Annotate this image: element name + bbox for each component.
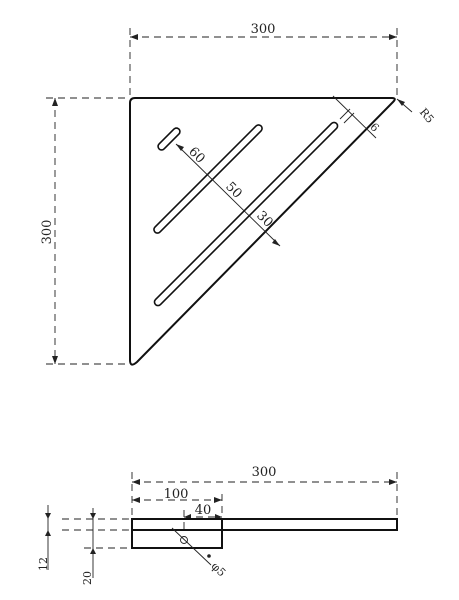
arrow-head bbox=[272, 239, 280, 246]
radius-label: R5 bbox=[417, 106, 437, 126]
arrow-head bbox=[176, 144, 184, 151]
height-dimension-label: 300 bbox=[40, 220, 55, 245]
arrow-head bbox=[389, 479, 397, 485]
slot-spacing-60-label: 60 bbox=[185, 144, 207, 166]
arrow-head bbox=[130, 34, 138, 40]
mounting-bracket bbox=[131, 518, 223, 549]
arrow-head bbox=[389, 34, 397, 40]
arrow-head bbox=[45, 530, 51, 536]
thickness-label: 12 bbox=[37, 557, 50, 571]
arrow-head bbox=[214, 497, 222, 503]
width-dimension-label: 300 bbox=[251, 22, 276, 37]
slot-long bbox=[153, 121, 339, 307]
slot-spacing-50-label: 50 bbox=[222, 179, 244, 201]
shelf-outline bbox=[129, 97, 396, 366]
arrow-head bbox=[90, 513, 96, 519]
hole-diameter-label: φ5 bbox=[209, 560, 229, 580]
slot-spacing-30-label: 30 bbox=[253, 208, 275, 230]
edge-tick bbox=[339, 108, 351, 120]
slot-short bbox=[157, 127, 181, 151]
arrow-head bbox=[132, 479, 140, 485]
arrow-head bbox=[90, 548, 96, 554]
slot-spacing-line bbox=[175, 143, 281, 247]
arrow-head bbox=[45, 513, 51, 519]
hole-marker bbox=[207, 554, 211, 558]
edge-thickness-label: 6 bbox=[367, 120, 381, 134]
hole-leader bbox=[171, 527, 212, 566]
arrow-head bbox=[397, 99, 405, 106]
top-view: 300 300 60 50 30 6 R5 bbox=[40, 22, 437, 366]
side-view: 300 100 40 φ5 12 20 bbox=[37, 465, 398, 585]
hole-offset-label: 40 bbox=[195, 503, 212, 518]
bracket-dimension-label: 100 bbox=[164, 487, 189, 502]
arrow-head bbox=[52, 356, 58, 364]
arrow-head bbox=[132, 497, 140, 503]
arrow-head bbox=[52, 98, 58, 106]
bracket-height-label: 20 bbox=[81, 571, 94, 585]
edge-tick bbox=[343, 112, 355, 124]
length-dimension-label: 300 bbox=[252, 465, 277, 480]
edge-dimension-line bbox=[332, 95, 377, 139]
mounting-hole bbox=[180, 536, 188, 544]
slot-middle bbox=[153, 124, 263, 234]
